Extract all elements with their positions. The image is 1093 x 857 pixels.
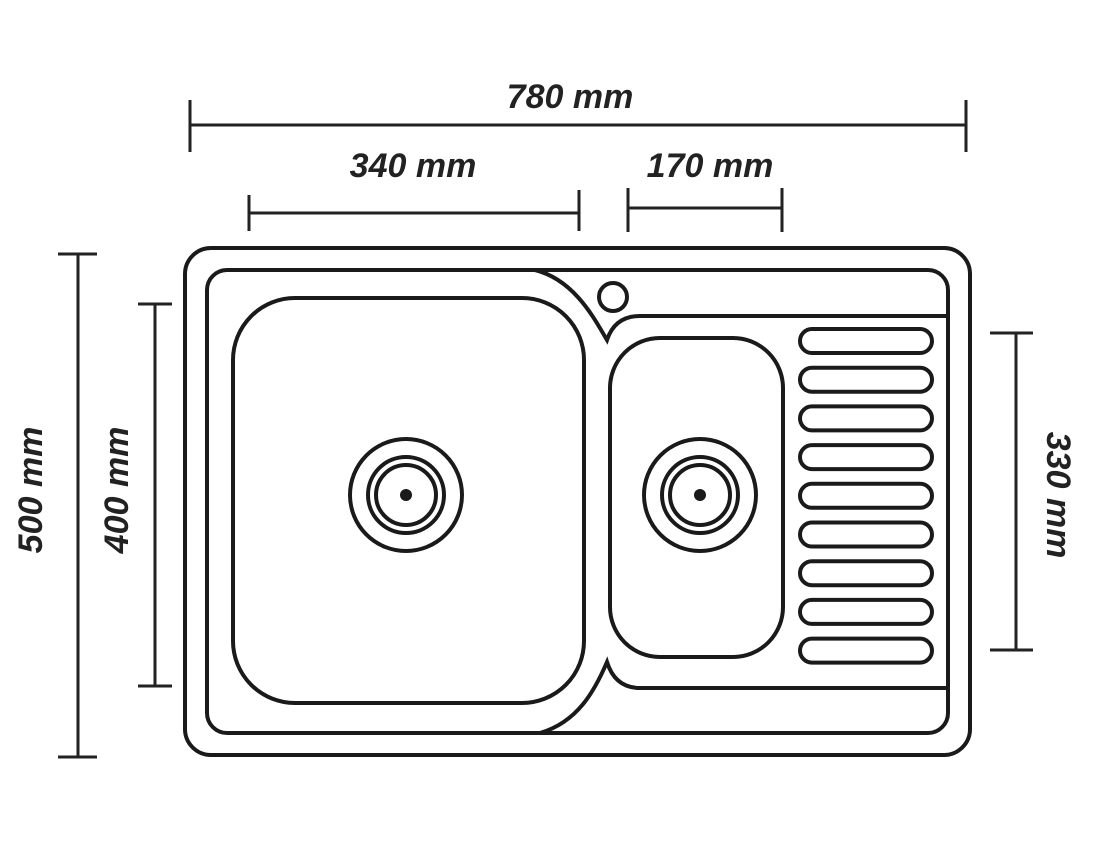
dimension-small-bowl-width: 170 mm <box>626 147 784 232</box>
label-total-depth: 500 mm <box>12 427 50 554</box>
drainboard-groove <box>798 520 934 549</box>
faucet-hole <box>597 281 629 313</box>
drainboard-groove <box>798 481 934 510</box>
drainboard-groove <box>798 597 934 626</box>
drainboard-groove <box>798 404 934 433</box>
dimension-total-depth: 500 mm <box>12 252 97 759</box>
main-bowl-drain-icon <box>348 437 464 553</box>
drainboard-groove <box>798 559 934 588</box>
drainboard-grooves <box>798 327 934 665</box>
small-bowl-drain-icon <box>642 437 758 553</box>
label-total-width: 780 mm <box>507 78 634 116</box>
dimension-total-width: 780 mm <box>188 78 968 152</box>
drainboard-groove <box>798 636 934 665</box>
dimension-main-bowl-width: 340 mm <box>247 147 581 231</box>
main-bowl <box>231 296 586 705</box>
sink-outline <box>183 246 972 757</box>
drainboard-groove <box>798 327 934 355</box>
label-main-bowl-width: 340 mm <box>350 147 477 185</box>
label-small-bowl-width: 170 mm <box>647 147 774 185</box>
label-main-bowl-depth: 400 mm <box>98 427 136 555</box>
label-small-bowl-depth: 330 mm <box>1039 432 1077 559</box>
dimension-small-bowl-depth: 330 mm <box>990 331 1077 652</box>
dimension-main-bowl-depth: 400 mm <box>98 302 172 688</box>
drainboard-groove <box>798 443 934 472</box>
drainboard-groove <box>798 365 934 394</box>
small-bowl <box>608 336 785 659</box>
